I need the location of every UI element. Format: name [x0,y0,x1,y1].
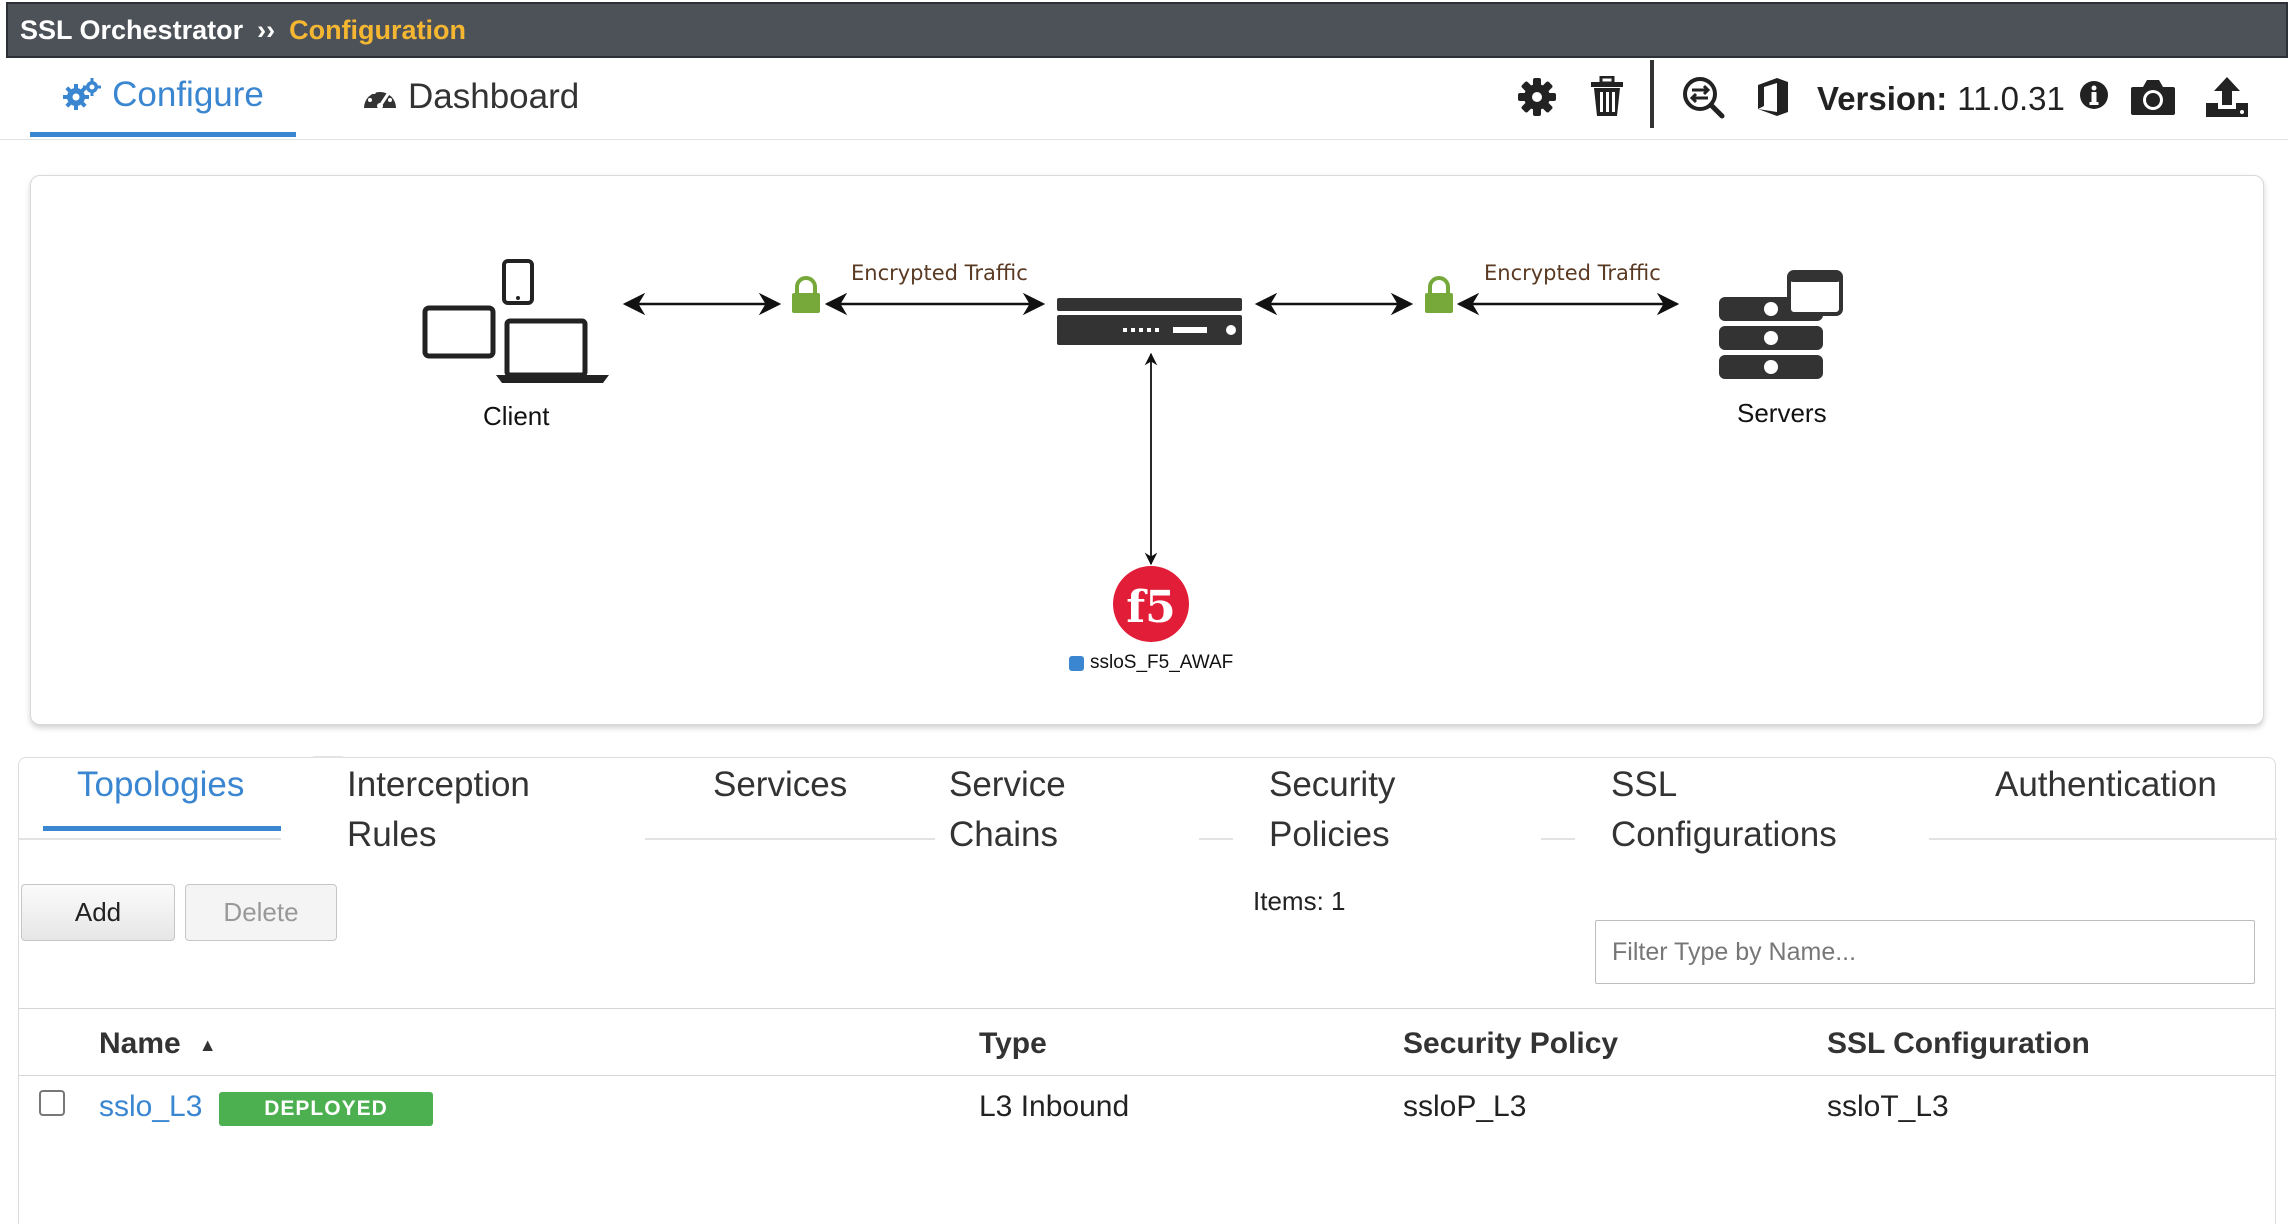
version-info: Version: 11.0.31 [1817,74,2109,124]
breadcrumb-current[interactable]: Configuration [289,14,467,45]
lock-icon [1425,276,1453,313]
tab-service-chains-line1: Service [949,765,1066,804]
dashboard-gauge-icon [362,82,398,112]
servers-label: Servers [1737,398,1827,428]
version-label: Version: [1817,80,1948,117]
column-header-security-policy[interactable]: Security Policy [1403,1027,1619,1060]
tab-interception-rules[interactable]: Interception Rules [347,760,530,860]
tab-authentication-label: Authentication [1995,765,2217,804]
configuration-panel: Topologies Interception Rules Services S… [18,756,2277,1224]
tab-authentication[interactable]: Authentication [1995,760,2217,810]
filter-input[interactable] [1595,920,2255,984]
breadcrumb-separator: ›› [257,14,276,45]
topology-name-link[interactable]: sslo_L3 [99,1090,203,1123]
version-value: 11.0.31 [1957,80,2065,117]
top-navigation: Configure Dashboard [0,58,2288,140]
delete-button[interactable]: Delete [185,884,337,941]
tab-configure-label: Configure [112,75,264,114]
table-header: Name ▲ Type Security Policy SSL Configura… [19,1008,2275,1076]
tab-dashboard[interactable]: Dashboard [362,58,579,136]
tab-services[interactable]: Services [713,760,847,810]
f5-logo: f5 [1113,566,1189,642]
encrypted-traffic-label-left: Encrypted Traffic [851,261,1028,285]
lock-icon [792,276,820,313]
tab-ssl-configurations[interactable]: SSL Configurations [1611,760,1837,860]
tab-service-chains[interactable]: Service Chains [949,760,1066,860]
column-header-name-label: Name [99,1027,181,1060]
upload-icon[interactable] [2202,72,2252,122]
tab-security-policies-line2: Policies [1269,815,1390,854]
column-header-type[interactable]: Type [979,1027,1047,1060]
tab-service-chains-line2: Chains [949,815,1058,854]
tab-configure[interactable]: Configure [30,58,296,137]
service-name: ssloS_F5_AWAF [1090,652,1234,673]
topology-diagram: f5 Client Servers Encrypted Traffic Encr… [30,175,2264,725]
status-badge: DEPLOYED [219,1092,433,1126]
trash-icon[interactable] [1582,72,1632,122]
tab-topologies[interactable]: Topologies [77,760,244,810]
active-tab-indicator [43,826,281,831]
servers-icon [1719,270,1843,379]
tab-services-label: Services [713,765,848,804]
tab-interception-rules-line1: Interception [347,765,530,804]
tab-security-policies-line1: Security [1269,765,1396,804]
encrypted-traffic-label-right: Encrypted Traffic [1484,261,1661,285]
title-bar: SSL Orchestrator ›› Configuration [6,2,2288,58]
sslo-appliance-icon [1057,298,1242,345]
tab-dashboard-label: Dashboard [408,77,580,116]
f5-logo-text: f5 [1126,582,1176,633]
config-tabs: Topologies Interception Rules Services S… [19,756,2277,854]
gears-icon [62,77,102,113]
add-button[interactable]: Add [21,884,175,941]
tab-ssl-configurations-line2: Configurations [1611,815,1837,854]
tab-security-policies[interactable]: Security Policies [1269,760,1395,860]
search-compare-icon[interactable] [1678,72,1728,122]
column-header-name[interactable]: Name ▲ [99,1027,217,1061]
row-checkbox[interactable] [39,1090,65,1116]
service-color-swatch [1069,655,1084,671]
topology-ssl-configuration: ssloT_L3 [1827,1090,1949,1123]
topology-security-policy: ssloP_L3 [1403,1090,1527,1123]
items-count: Items: 1 [1253,886,1346,916]
toolbar-divider [1650,60,1654,128]
info-icon[interactable] [2079,80,2109,118]
topology-diagram-canvas: f5 [422,259,1843,642]
table-row[interactable]: sslo_L3 DEPLOYED L3 Inbound ssloP_L3 ssl… [19,1078,2275,1138]
tab-ssl-configurations-line1: SSL [1611,765,1678,804]
office-icon[interactable] [1748,72,1798,122]
column-header-ssl-configuration[interactable]: SSL Configuration [1827,1027,2090,1060]
tab-topologies-label: Topologies [77,765,245,804]
client-devices-icon [422,259,609,383]
settings-gear-icon[interactable] [1512,72,1562,122]
client-label: Client [483,401,550,431]
sort-ascending-icon[interactable]: ▲ [198,1034,217,1055]
camera-icon[interactable] [2128,72,2178,122]
tab-interception-rules-line2: Rules [347,815,437,854]
app-title: SSL Orchestrator [20,14,244,45]
topology-type: L3 Inbound [979,1090,1130,1123]
service-label[interactable]: ssloS_F5_AWAF [1069,652,1233,674]
